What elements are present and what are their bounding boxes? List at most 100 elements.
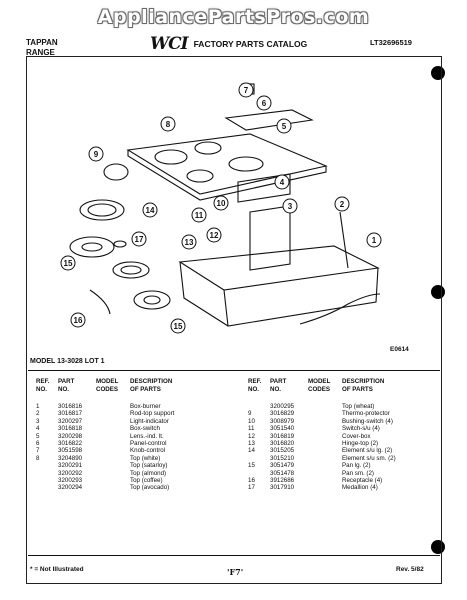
table-row: 4 3016818 Box-switch — [36, 425, 240, 432]
divider — [28, 370, 440, 371]
description-cell: Cover-box — [342, 432, 371, 440]
callout-label: 6 — [262, 99, 267, 108]
part-number-cell: 3051540 — [270, 425, 295, 433]
description-cell: Top (coffee) — [130, 477, 163, 485]
callout-circle — [170, 318, 186, 334]
model-code-cell — [96, 462, 130, 469]
part-number-cell: 3016818 — [58, 425, 83, 433]
ref-cell — [36, 477, 58, 484]
power-cord — [299, 293, 381, 325]
description-cell: Box-switch — [130, 425, 160, 433]
callout-label: 17 — [135, 235, 144, 244]
model-code-cell — [308, 440, 342, 447]
callout-label: 2 — [340, 200, 345, 209]
medallion — [113, 240, 127, 248]
part-number-cell: 3016822 — [58, 440, 83, 448]
ref-cell: 7 — [36, 447, 40, 455]
ref-cell: 17 — [248, 484, 255, 492]
model-code-cell — [96, 433, 130, 440]
switch-box-body — [249, 205, 291, 271]
support-rod — [339, 211, 349, 269]
drip-pan — [69, 236, 115, 258]
drip-pan — [133, 290, 171, 310]
part-number-cell: 3015210 — [270, 454, 295, 462]
callout-circle — [191, 207, 207, 223]
doc-number: LT32696519 — [370, 38, 412, 47]
ref-cell: 15 — [248, 462, 255, 470]
description-cell: Pan sm. (2) — [342, 469, 374, 477]
part-number-cell: 3200298 — [58, 432, 83, 440]
table-row: 3200294 Top (avocado) — [36, 484, 240, 491]
description-cell: Top (almond) — [130, 469, 167, 477]
description-cell: Element s/u sm. (2) — [342, 454, 396, 462]
surface-element — [87, 203, 117, 217]
model-code-cell — [96, 403, 130, 410]
revision: Rev. 5/82 — [396, 566, 424, 573]
ref-cell: 3 — [36, 417, 40, 425]
wci-logo: WCI — [150, 34, 189, 54]
model-code-cell — [308, 403, 342, 410]
ref-cell — [36, 484, 58, 491]
control-panel — [224, 109, 314, 131]
description-cell: Lens.-ind. lt. — [130, 432, 164, 440]
model-code-cell — [308, 447, 342, 454]
part-number-cell: 3200295 — [270, 403, 295, 410]
part-number-cell: 3016820 — [270, 440, 295, 448]
callout-label: 15 — [64, 259, 73, 268]
callout-label: 12 — [210, 231, 219, 240]
model-line: MODEL 13-3028 LOT 1 — [30, 358, 105, 365]
part-number-cell: 3204890 — [58, 454, 83, 462]
model-code-cell — [308, 418, 342, 425]
receptacle-wire — [89, 289, 111, 315]
description-cell: Medallion (4) — [342, 484, 378, 492]
switch-box — [237, 173, 291, 203]
callout-label: 10 — [217, 199, 226, 208]
cooktop-edge — [127, 150, 327, 201]
callout-circle — [142, 202, 158, 218]
part-number-cell: 3017910 — [270, 484, 295, 492]
callout-circle — [160, 116, 176, 132]
ref-cell: 10 — [248, 417, 255, 425]
model-code-cell — [96, 425, 130, 432]
part-number-cell: 3015205 — [270, 447, 295, 455]
ref-cell: 6 — [36, 440, 40, 448]
table-row: 17 3017910 Medallion (4) — [248, 484, 452, 491]
callout-label: 11 — [195, 211, 204, 220]
part-number-cell: 3051479 — [270, 462, 295, 470]
footer-note: * = Not Illustrated — [30, 566, 84, 573]
model-code-cell — [308, 470, 342, 477]
ref-cell: 2 — [36, 410, 40, 418]
part-number-cell: 3051598 — [58, 447, 83, 455]
ref-cell: 11 — [248, 425, 255, 433]
part-number-cell: 3008979 — [270, 417, 295, 425]
callout-circle — [131, 231, 147, 247]
watermark: AppliancePartsPros.com — [97, 6, 370, 28]
ref-cell: 4 — [36, 425, 40, 433]
callout-circle — [206, 227, 222, 243]
model-code-cell — [308, 484, 342, 491]
callout-label: 8 — [166, 120, 171, 129]
model-code-cell — [308, 433, 342, 440]
description-cell: Thermo-protector — [342, 410, 390, 418]
brand-line-2: RANGE — [26, 48, 55, 57]
model-code-cell — [308, 477, 342, 484]
ref-cell — [248, 455, 270, 462]
ref-cell — [248, 470, 270, 477]
part-number-cell: 3200294 — [58, 484, 83, 492]
model-code-cell — [96, 440, 130, 447]
burner-box — [178, 245, 380, 291]
ref-cell: 5 — [36, 432, 40, 440]
callout-label: 1 — [372, 236, 377, 245]
description-cell: Top (avocado) — [130, 484, 170, 492]
model-code-cell — [96, 477, 130, 484]
